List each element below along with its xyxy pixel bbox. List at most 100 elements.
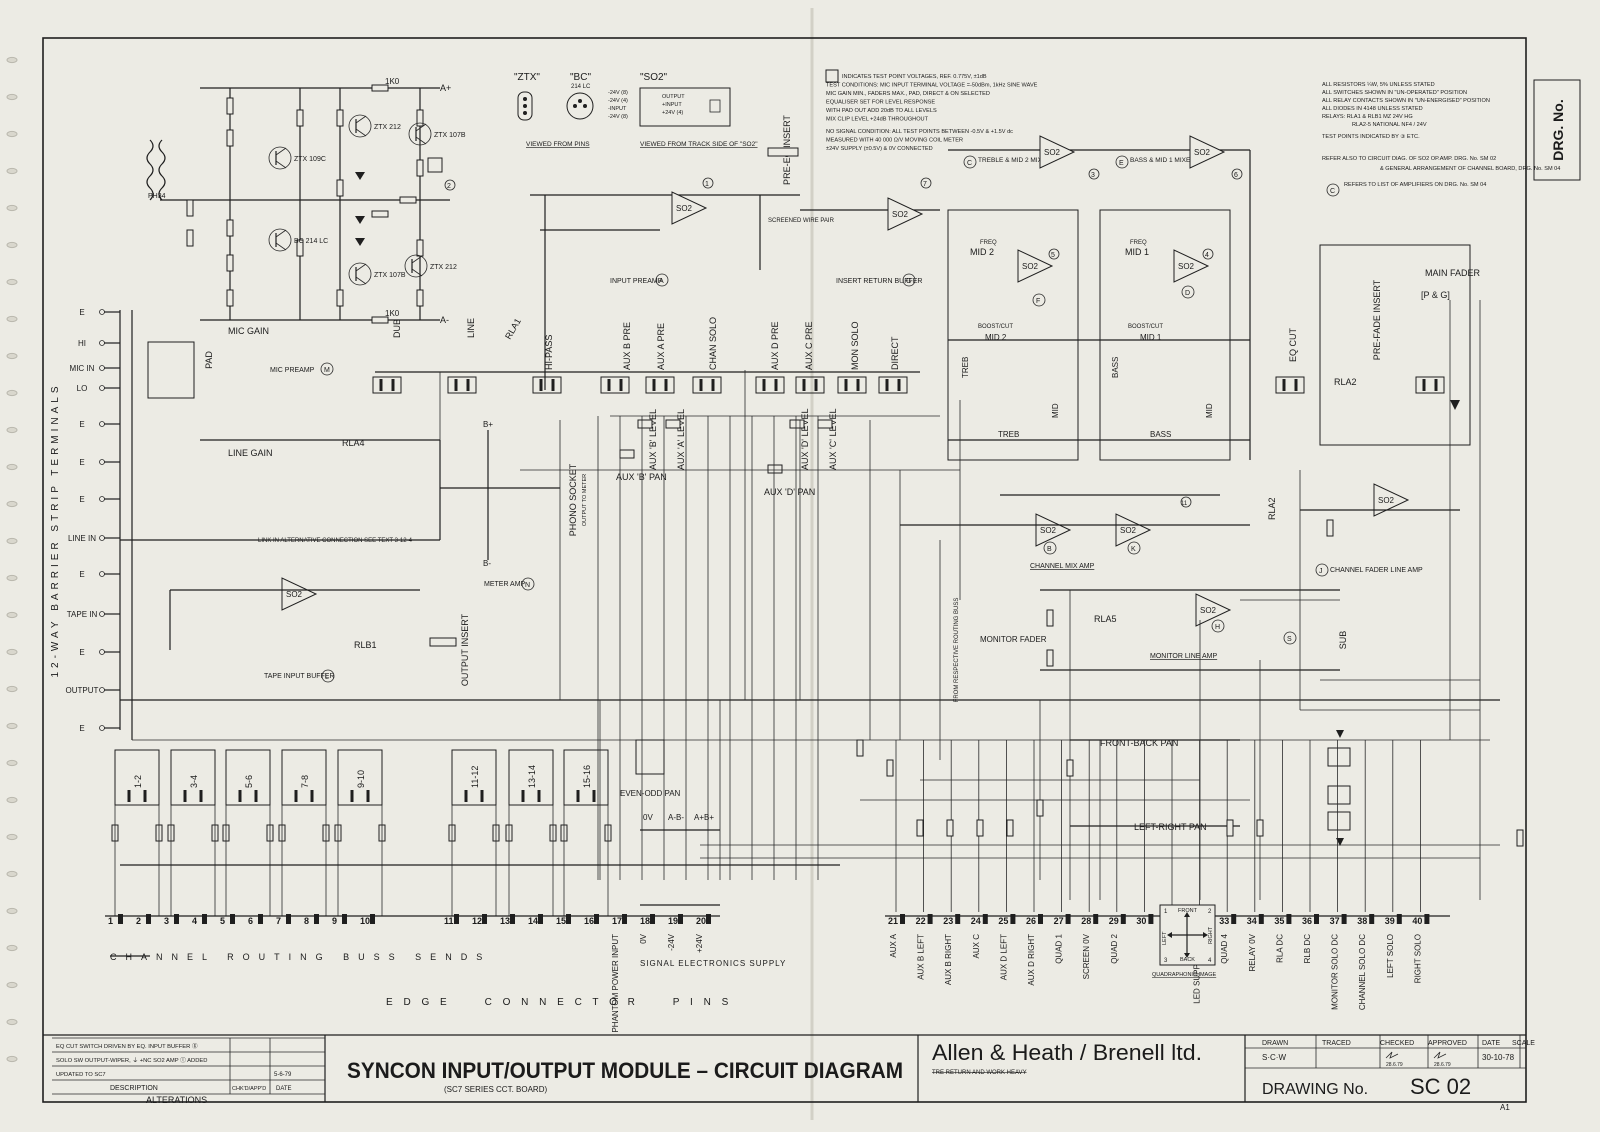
transistor-label: BC 214 LC <box>294 238 328 245</box>
switch-contacts <box>1415 376 1445 394</box>
channel-mix-section: CHANNEL MIX AMP B K 11 CHANNEL FADER LIN… <box>900 494 1460 577</box>
aux-pot-label: AUX 'B' PAN <box>616 472 667 482</box>
opamp-9 <box>1195 593 1232 627</box>
bass-label: BASS <box>1111 357 1120 378</box>
signoff-head: CHECKED <box>1380 1040 1414 1047</box>
treble-mix-label: TREBLE & MID 2 MIXER <box>978 157 1051 164</box>
transistor-label: ZTX 107B <box>374 272 406 279</box>
edge-pin-15: 15 <box>556 916 566 926</box>
routing-switch-label: 1-2 <box>133 775 143 788</box>
supply-0v: 0V <box>643 813 653 822</box>
binding-hole <box>6 796 18 804</box>
alteration-date: 5-6-79 <box>274 1072 292 1078</box>
binding-hole <box>6 574 18 582</box>
so2-pin-left: -24V (4) <box>608 98 628 104</box>
approved-date: 28.6.79 <box>1434 1062 1451 1068</box>
potentiometer <box>767 464 783 474</box>
potentiometer <box>665 419 681 429</box>
binding-hole <box>6 56 18 64</box>
pin-name: LED SUPPLY +24V <box>1193 933 1202 1003</box>
pin-name: AUX D RIGHT <box>1027 934 1036 986</box>
edge-pin-5: 5 <box>220 916 225 926</box>
switch-label: AUX B PRE <box>622 322 632 370</box>
terminal-label: E <box>79 648 84 657</box>
barrier-strip-label: 12-WAY BARRIER STRIP TERMINALS <box>50 382 61 677</box>
terminal-label: OUTPUT <box>66 686 99 695</box>
terminal-label: E <box>79 724 84 733</box>
opamp-label-9: SO2 <box>1200 606 1217 615</box>
routing-switch-3-4 <box>170 749 216 806</box>
svg-text:B-: B- <box>483 559 491 568</box>
left-right-label: LEFT-RIGHT PAN <box>1134 822 1207 832</box>
edge-pin-33: 33 <box>1219 916 1229 926</box>
edge-pin-8: 8 <box>304 916 309 926</box>
pin-name: LEFT SOLO <box>1386 934 1395 978</box>
binding-hole <box>6 981 18 989</box>
so2-pin-right: OUTPUT <box>662 94 685 100</box>
tape-input-section: TAPE INPUT BUFFER L RLB1 OUTPUT INSERT <box>169 589 470 686</box>
svg-text:H: H <box>1215 624 1220 631</box>
signoff-value: 30-10-78 <box>1482 1053 1515 1062</box>
routing-switch-label: 3-4 <box>189 775 199 788</box>
edge-pin-11: 11 <box>444 916 454 926</box>
note-line: MIX CLIP LEVEL +24dB THROUGHOUT <box>826 117 929 123</box>
terminal-label: E <box>79 458 84 467</box>
input-preamp-label: INPUT PREAMP <box>610 278 663 285</box>
quad-c2: 2 <box>1208 909 1212 915</box>
edge-pin-1: 1 <box>108 916 113 926</box>
general-note: ALL DIODES IN 4148 UNLESS STATED <box>1322 106 1423 112</box>
general-note: REFER ALSO TO CIRCUIT DIAG. OF SO2 OP.AM… <box>1322 156 1496 162</box>
equaliser-section: TREBLE & MID 2 MIXER C BASS & MID 1 MIXE… <box>947 149 1298 461</box>
so2-pin-left: -24V (8) <box>608 90 628 96</box>
svg-text:L: L <box>325 674 329 681</box>
quadraphonic-image: FRONT BACK LEFT RIGHT 1 2 3 4 QUADRAPHON… <box>1152 904 1217 978</box>
pin-name: AUX B LEFT <box>917 934 926 980</box>
edge-pin-30: 30 <box>1136 916 1146 926</box>
opamp-label-1: SO2 <box>892 210 909 219</box>
edge-pin-18: 18 <box>640 916 650 926</box>
alteration-date-head: DATE <box>276 1086 292 1092</box>
switch-label: CHAN SOLO <box>708 317 718 370</box>
edge-pin-17: 17 <box>612 916 622 926</box>
pin-name: QUAD 4 <box>1220 933 1229 963</box>
pin-name: AUX A <box>889 933 898 957</box>
switch-label: LINE <box>466 318 476 338</box>
opamp-7 <box>1115 513 1152 547</box>
potentiometer <box>789 419 805 429</box>
switch-contacts <box>600 376 630 394</box>
transistor <box>268 146 292 170</box>
opamp-label-3: SO2 <box>1194 148 1211 157</box>
binding-hole <box>6 241 18 249</box>
binding-hole <box>6 463 18 471</box>
edge-pin-7: 7 <box>276 916 281 926</box>
terminal-label: E <box>79 308 84 317</box>
opamp-6 <box>1035 513 1072 547</box>
terminal-label: LINE IN <box>68 534 96 543</box>
edge-pin-37: 37 <box>1330 916 1340 926</box>
monitor-line-label: MONITOR LINE AMP <box>1150 653 1217 660</box>
checked-signature <box>1385 1051 1399 1059</box>
binding-hole <box>6 315 18 323</box>
edge-pin-34: 34 <box>1247 916 1257 926</box>
terminal-label: E <box>79 420 84 429</box>
transistor-label: ZTX 107B <box>434 132 466 139</box>
switch-contacts <box>692 376 722 394</box>
pin-name: -24V <box>667 933 676 951</box>
ztx-label: "ZTX" <box>514 72 540 83</box>
edge-pin-6: 6 <box>248 916 253 926</box>
channel-mix-label: CHANNEL MIX AMP <box>1030 563 1095 570</box>
pin-name: MONITOR SOLO DC <box>1331 934 1340 1010</box>
general-note: REFERS TO LIST OF AMPLIFIERS ON DRG. No.… <box>1344 182 1486 188</box>
treb-label: TREB <box>961 357 970 378</box>
opamp-10 <box>281 577 318 611</box>
binding-hole <box>6 500 18 508</box>
routing-switch-11-12 <box>451 749 497 806</box>
checked-date: 28.6.79 <box>1386 1062 1403 1068</box>
terminal-label: E <box>79 495 84 504</box>
transistor <box>348 262 372 286</box>
front-back-label: FRONT-BACK PAN <box>1100 738 1178 748</box>
eq-cut-label: EQ CUT <box>1288 328 1298 363</box>
freq-label-b: FREQ <box>1130 240 1147 246</box>
pin-name: RELAY 0V <box>1248 933 1257 971</box>
